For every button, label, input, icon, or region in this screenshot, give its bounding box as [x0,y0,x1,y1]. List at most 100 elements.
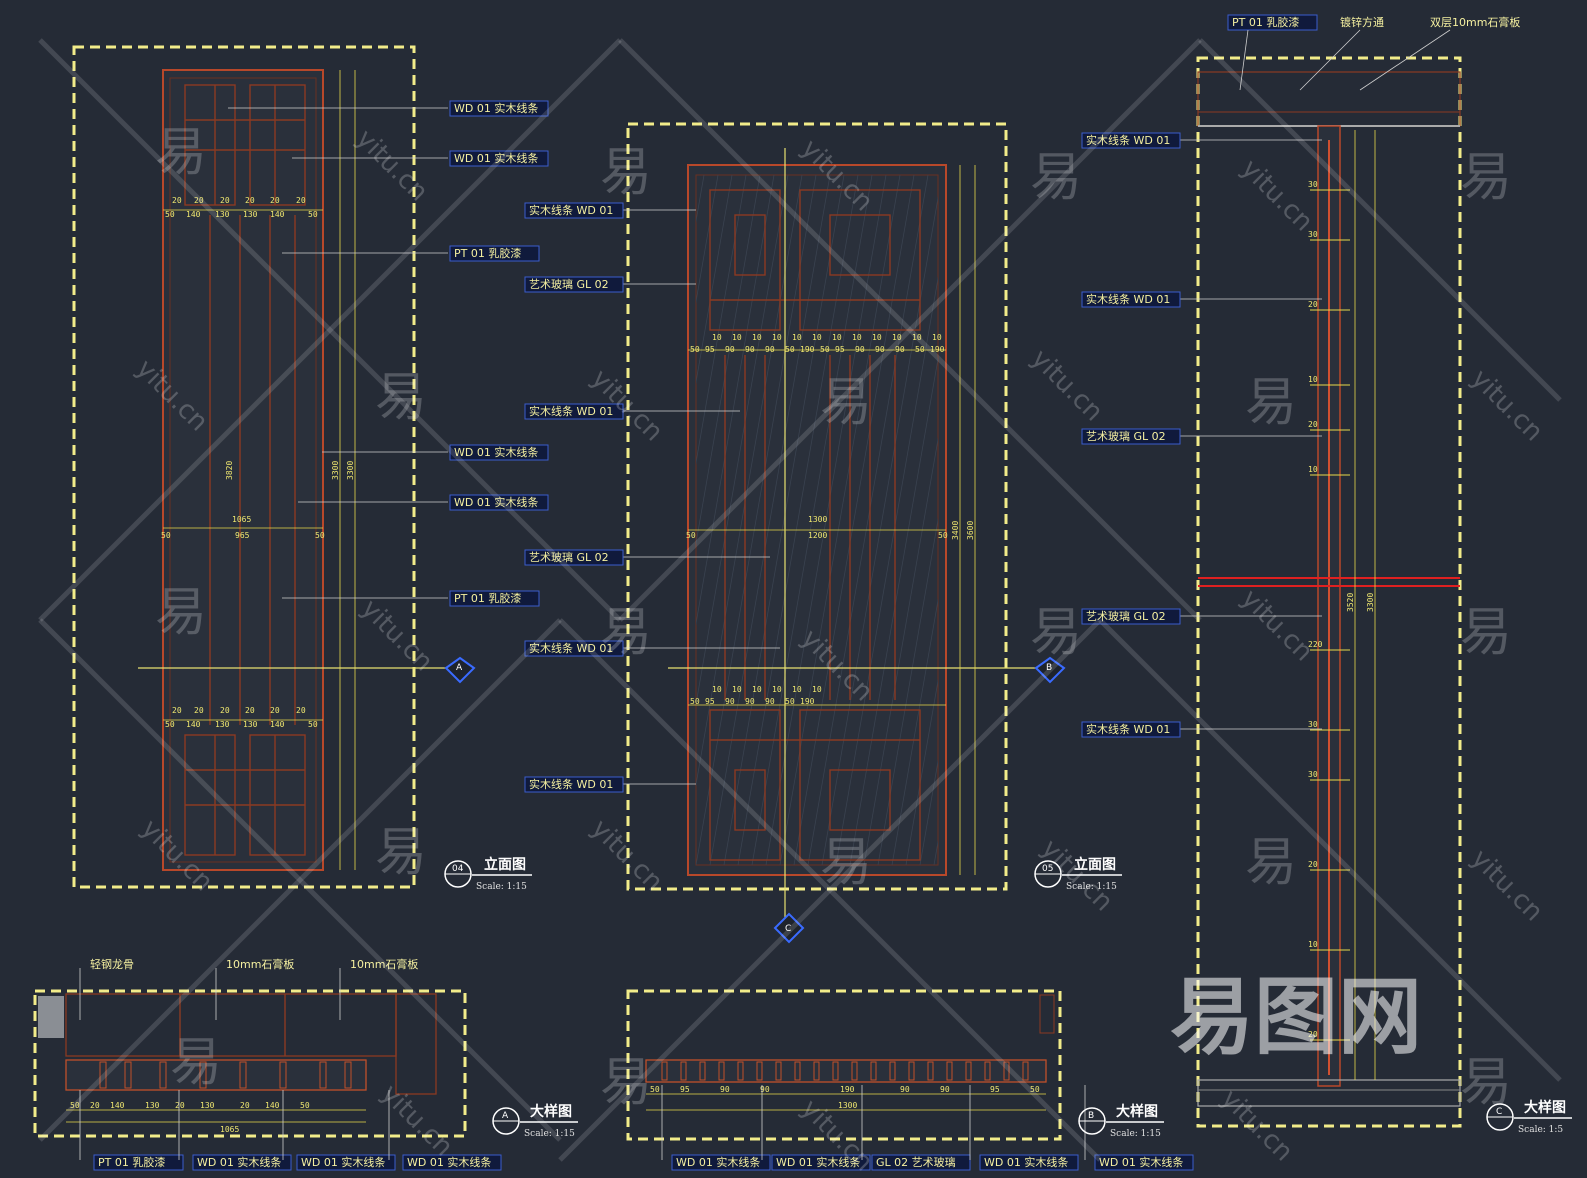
e05-dim-bot-12: 190 [800,697,815,706]
e04-dim-top-3: 20 [245,196,255,205]
e05-dim-top-1: 10 [732,333,742,342]
e05-dim-bot-10: 90 [765,697,775,706]
e05-dim-top-2: 10 [752,333,762,342]
e05-dim-bot-11: 50 [785,697,795,706]
elevation-05-top-dims: 1010101010101010101010101010101010105050… [690,333,945,706]
section-marker-c[interactable]: C [773,912,805,944]
detail-b-plan-section [645,1059,1047,1083]
db-dim-3: 90 [760,1085,770,1094]
e05-dim-top-12: 190 [800,345,815,354]
elevation-04-title-block: 04 立面图 Scale: 1:15 [444,856,532,892]
e04-dim-bot-5: 20 [296,706,306,715]
da-bottom-label-1-text: WD 01 实木线条 [197,1155,281,1169]
db-bottom-label-2-text: GL 02 艺术玻璃 [876,1155,956,1169]
e05-dim-bot-0: 10 [712,685,722,694]
e05-dim-top-r-0: 10 [832,333,842,342]
elevation-05-glass-hatch [696,175,938,865]
watermark-char-3: 易 [1460,148,1512,208]
watermark-char-7: 易 [155,583,207,643]
detail-a-posts [99,1061,352,1089]
db-bottom-label-1-text: WD 01 实木线条 [776,1155,860,1169]
e04-dim-bot-8: 130 [215,720,230,729]
db-dim-0: 50 [650,1085,660,1094]
watermark-char-5: 易 [820,373,872,433]
e05-dim-top-r-1: 10 [852,333,862,342]
e05-dim-top-r-8: 90 [855,345,865,354]
da-bottom-label-0-text: PT 01 乳胶漆 [98,1155,165,1169]
detail-a-title-block: A 大样图 Scale: 1:15 [492,1103,578,1139]
e05-dim-top-r-2: 10 [872,333,882,342]
da-bottom-label-3-text: WD 01 实木线条 [407,1155,491,1169]
e04-dim-top-6: 50 [165,210,175,219]
e04-callout-1-text: WD 01 实木线条 [454,151,538,165]
section-marker-b[interactable]: B [1034,656,1066,684]
e04-dim-top-8: 130 [215,210,230,219]
section-marker-a[interactable]: A [444,656,476,684]
e04-dim-bot-6: 50 [165,720,175,729]
db-dim-4: 190 [840,1085,855,1094]
e05-callout-1: 艺术玻璃 GL 02 [524,276,624,293]
elevation-04: 1065 965 50 50 2020202020202020202020205… [72,45,549,892]
dc-seg-dim-2: 20 [1308,300,1318,309]
db-dim-5: 90 [900,1085,910,1094]
watermark-char-14: 易 [170,1033,222,1093]
db-bottom-label-4: WD 01 实木线条 [1094,1154,1194,1171]
db-dim-8: 50 [1030,1085,1040,1094]
e05-callout-0-text: 实木线条 WD 01 [529,203,613,217]
watermark-char-10: 易 [1460,603,1512,663]
elevation-05-dim-height-2: 3600 [966,521,975,540]
e05-callout-4: 实木线条 WD 01 [524,640,624,657]
watermark-char-15: 易 [600,1053,652,1113]
e05-dim-bot-7: 95 [705,697,715,706]
dc-seg-dim-5: 10 [1308,465,1318,474]
detail-c-marker: C [1496,1107,1502,1117]
e04-callout-3-text: WD 01 实木线条 [454,445,538,459]
watermark-url-16: yitu.cn [375,1079,459,1163]
dc-top-label-2: 双层10mm石膏板 [1430,15,1520,29]
e04-dim-top-11: 50 [308,210,318,219]
dc-callout-0-text: 实木线条 WD 01 [1086,133,1170,147]
elevation-05-dim-inner: 1200 [808,531,827,540]
e04-callout-5-text: PT 01 乳胶漆 [454,591,521,605]
e05-callout-5: 实木线条 WD 01 [524,776,624,793]
e05-dim-top-r-5: 10 [932,333,942,342]
dc-top-label-0-text: PT 01 乳胶漆 [1232,15,1299,29]
e04-callout-2-text: PT 01 乳胶漆 [454,246,521,260]
watermark-char-1: 易 [600,143,652,203]
e04-callout-5: PT 01 乳胶漆 [449,590,540,607]
da-dim-6: 20 [240,1101,250,1110]
e05-callout-5-text: 实木线条 WD 01 [529,777,613,791]
db-dim-6: 90 [940,1085,950,1094]
watermark-url-9: yitu.cn [1235,584,1319,668]
watermark-char-8: 易 [600,603,652,663]
e05-dim-top-r-3: 10 [892,333,902,342]
watermark-char-9: 易 [1030,603,1082,663]
dc-top-label-1: 镀锌方通 [1340,15,1384,29]
dc-seg-dim-6: 220 [1308,640,1323,649]
watermark-char-12: 易 [820,833,872,893]
detail-a-top-labels: 轻钢龙骨10mm石膏板10mm石膏板 [79,957,418,1020]
detail-a-frame [33,989,467,1138]
e05-callout-3-text: 艺术玻璃 GL 02 [529,550,609,564]
da-bottom-label-2: WD 01 实木线条 [296,1154,396,1171]
dc-callout-0: 实木线条 WD 01 [1081,132,1181,149]
elevation-05-dim-height-1: 3400 [951,521,960,540]
elevation-05-number: 05 [1042,864,1053,874]
e04-dim-bot-0: 20 [172,706,182,715]
e04-callout-1: WD 01 实木线条 [449,150,549,167]
svg-text:C: C [785,924,791,934]
db-bottom-label-1: WD 01 实木线条 [771,1154,871,1171]
e04-dim-bot-9: 130 [243,720,258,729]
dc-seg-dim-0: 30 [1308,180,1318,189]
watermark-url-13: yitu.cn [1465,844,1549,928]
elevation-05-dim-side-left: 50 [686,531,696,540]
detail-b-frame [626,989,1062,1141]
da-top-label-1: 10mm石膏板 [226,957,294,971]
e05-callout-3: 艺术玻璃 GL 02 [524,549,624,566]
e05-dim-top-9: 90 [745,345,755,354]
da-bottom-label-1: WD 01 实木线条 [192,1154,292,1171]
e04-dim-top-5: 20 [296,196,306,205]
